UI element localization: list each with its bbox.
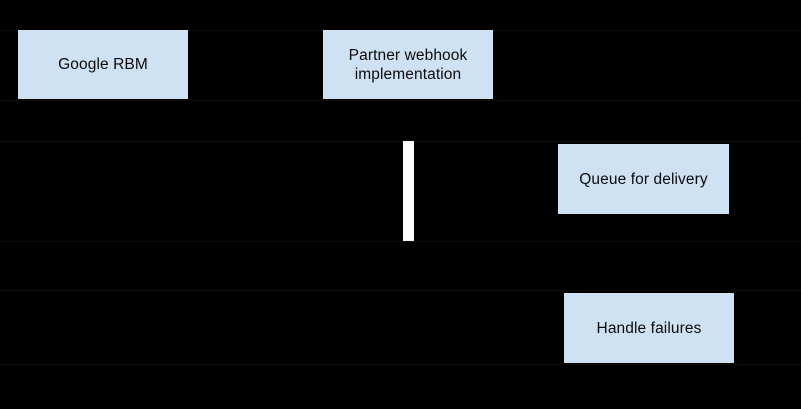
node-handle-failures[interactable]: Handle failures: [564, 293, 734, 363]
gridline: [0, 241, 801, 242]
node-google-rbm[interactable]: Google RBM: [18, 30, 188, 99]
gridline: [0, 364, 801, 365]
vertical-connector: [403, 141, 414, 241]
gridline: [0, 100, 801, 101]
node-queue-for-delivery[interactable]: Queue for delivery: [558, 144, 729, 214]
gridline: [0, 141, 801, 142]
gridline: [0, 290, 801, 291]
node-partner-webhook-implementation[interactable]: Partner webhook implementation: [323, 30, 493, 99]
